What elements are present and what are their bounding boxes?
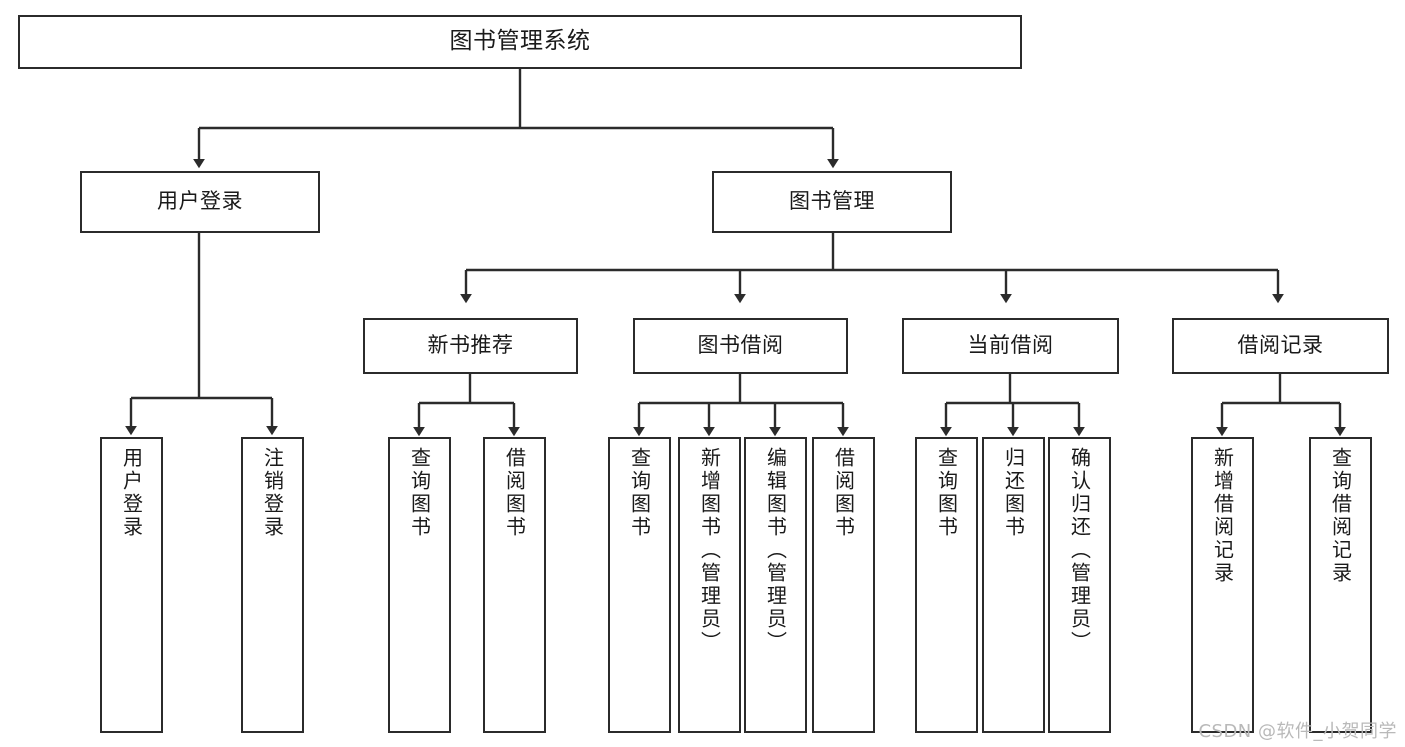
node-root-system[interactable]: 图书管理系统 — [18, 15, 1022, 69]
node-label: 注销登录 — [260, 447, 285, 539]
node-label: 图书管理系统 — [449, 28, 591, 55]
node-label: 归还图书 — [1001, 447, 1026, 539]
node-label: 新增借阅记录 — [1210, 447, 1235, 585]
node-label: 查询图书 — [934, 447, 959, 539]
leaf-recommend-query-book[interactable]: 查询图书 — [388, 437, 451, 733]
node-user-login[interactable]: 用户登录 — [80, 171, 320, 233]
node-label: 新书推荐 — [427, 333, 514, 358]
node-label: 图书借阅 — [697, 333, 784, 358]
node-label: 编辑图书（管理员） — [763, 447, 788, 654]
node-label: 借阅图书 — [502, 447, 527, 539]
leaf-user-login-signin[interactable]: 用户登录 — [100, 437, 163, 733]
leaf-record-add-record[interactable]: 新增借阅记录 — [1191, 437, 1254, 733]
csdn-watermark: CSDN @软件_小贺同学 — [1198, 721, 1397, 742]
node-label: 当前借阅 — [967, 333, 1054, 358]
leaf-user-login-signout[interactable]: 注销登录 — [241, 437, 304, 733]
leaf-borrow-add-book-admin[interactable]: 新增图书（管理员） — [678, 437, 741, 733]
leaf-record-query-record[interactable]: 查询借阅记录 — [1309, 437, 1372, 733]
node-label: 用户登录 — [157, 189, 243, 214]
leaf-current-confirm-return-admin[interactable]: 确认归还（管理员） — [1048, 437, 1111, 733]
node-label: 借阅记录 — [1237, 333, 1324, 358]
node-label: 查询借阅记录 — [1328, 447, 1353, 585]
node-label: 借阅图书 — [831, 447, 856, 539]
leaf-current-query-book[interactable]: 查询图书 — [915, 437, 978, 733]
node-current-borrow[interactable]: 当前借阅 — [902, 318, 1119, 374]
node-label: 新增图书（管理员） — [697, 447, 722, 654]
node-label: 查询图书 — [407, 447, 432, 539]
node-label: 图书管理 — [789, 189, 875, 214]
node-label: 用户登录 — [119, 447, 144, 539]
node-borrow-record[interactable]: 借阅记录 — [1172, 318, 1389, 374]
leaf-borrow-query-book[interactable]: 查询图书 — [608, 437, 671, 733]
node-book-borrow[interactable]: 图书借阅 — [633, 318, 848, 374]
leaf-borrow-borrow-book[interactable]: 借阅图书 — [812, 437, 875, 733]
node-new-book-recommend[interactable]: 新书推荐 — [363, 318, 578, 374]
leaf-recommend-borrow-book[interactable]: 借阅图书 — [483, 437, 546, 733]
node-label: 查询图书 — [627, 447, 652, 539]
leaf-current-return-book[interactable]: 归还图书 — [982, 437, 1045, 733]
leaf-borrow-edit-book-admin[interactable]: 编辑图书（管理员） — [744, 437, 807, 733]
node-label: 确认归还（管理员） — [1067, 447, 1092, 654]
node-book-management[interactable]: 图书管理 — [712, 171, 952, 233]
